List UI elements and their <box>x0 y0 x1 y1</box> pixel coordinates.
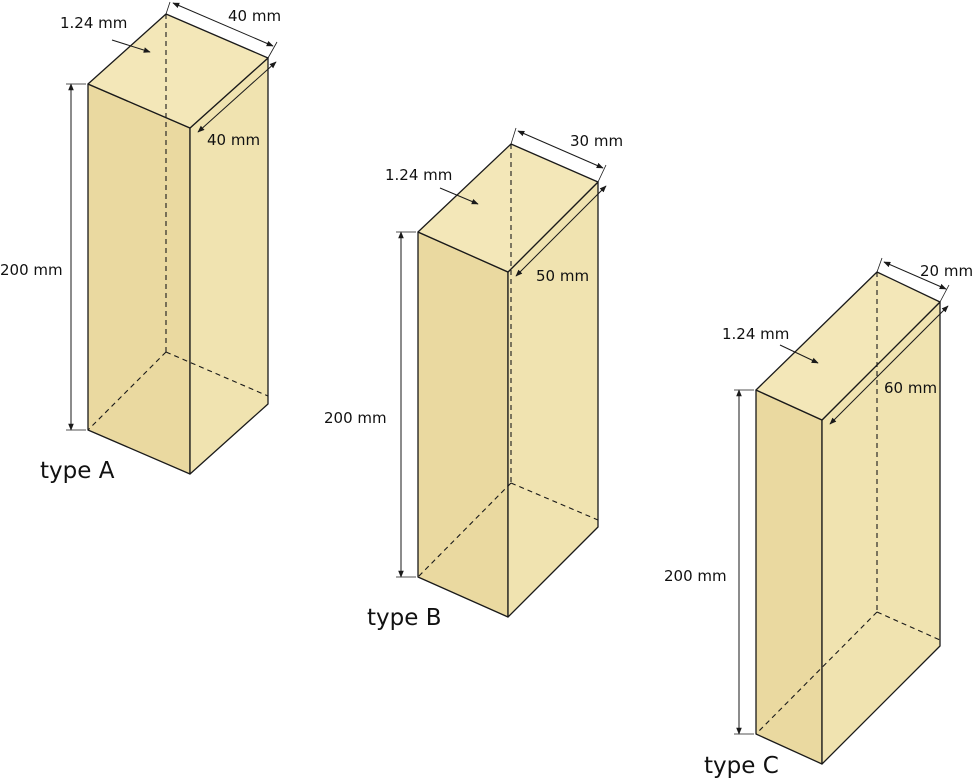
box-b-width-dimension-line <box>517 130 604 169</box>
box-type-c: 200 mm 20 mm 60 mm 1.24 mm type C <box>662 257 973 779</box>
box-a-thickness-label: 1.24 mm <box>60 14 127 32</box>
box-type-a: 200 mm 40 mm 40 mm 1.24 mm type A <box>0 1 281 484</box>
box-a-height-label-bg <box>0 258 66 280</box>
box-a-width-dimension-line <box>172 2 274 47</box>
box-c-extension-line <box>876 257 883 273</box>
box-a-height-label: 200 mm <box>0 261 63 279</box>
box-a-width-label: 40 mm <box>228 7 281 25</box>
box-c-width-label: 20 mm <box>920 262 973 280</box>
box-b-depth-dimension-line <box>515 185 607 277</box>
box-a-depth-dimension-line <box>197 61 277 133</box>
box-a-depth-label: 40 mm <box>207 131 260 149</box>
box-a-hidden-edge <box>87 351 167 431</box>
box-b-front-left-face <box>417 231 509 618</box>
box-a-front-left-face <box>87 83 191 475</box>
box-c-hidden-edge <box>876 611 941 641</box>
box-b-width-label: 30 mm <box>570 132 623 150</box>
box-c-depth-dimension-line <box>829 305 949 425</box>
box-a-extension-line <box>267 41 278 59</box>
box-b-thickness-pointer <box>439 187 479 205</box>
box-b-thickness-label: 1.24 mm <box>385 166 452 184</box>
box-b-extension-line <box>597 164 607 183</box>
box-b-extension-line <box>510 127 517 145</box>
box-c-front-left-face <box>755 389 823 765</box>
box-c-extension-line <box>939 284 950 303</box>
box-c-hidden-edge <box>755 611 878 735</box>
box-c-depth-label: 60 mm <box>884 379 937 397</box>
box-c-height-label: 200 mm <box>664 567 727 585</box>
box-c-height-label-bg <box>662 564 736 586</box>
box-a-hidden-edge <box>165 351 269 397</box>
box-b-type-label: type B <box>367 605 441 631</box>
box-a-extension-line <box>165 1 171 15</box>
box-b-height-label: 200 mm <box>324 409 387 427</box>
box-c-thickness-label: 1.24 mm <box>722 325 789 343</box>
box-b-hidden-edge <box>417 482 512 578</box>
box-c-thickness-pointer <box>779 344 819 364</box>
box-b-depth-label: 50 mm <box>536 267 589 285</box>
box-a-type-label: type A <box>40 458 115 484</box>
box-b-height-label-bg <box>322 406 396 428</box>
box-type-b: 200 mm 30 mm 50 mm 1.24 mm type B <box>322 127 623 631</box>
box-a-front-right-face <box>189 57 269 475</box>
box-b-hidden-edge <box>510 482 599 521</box>
box-c-width-dimension-line <box>883 261 947 290</box>
box-a-thickness-pointer <box>111 39 151 53</box>
box-c-type-label: type C <box>704 753 779 779</box>
